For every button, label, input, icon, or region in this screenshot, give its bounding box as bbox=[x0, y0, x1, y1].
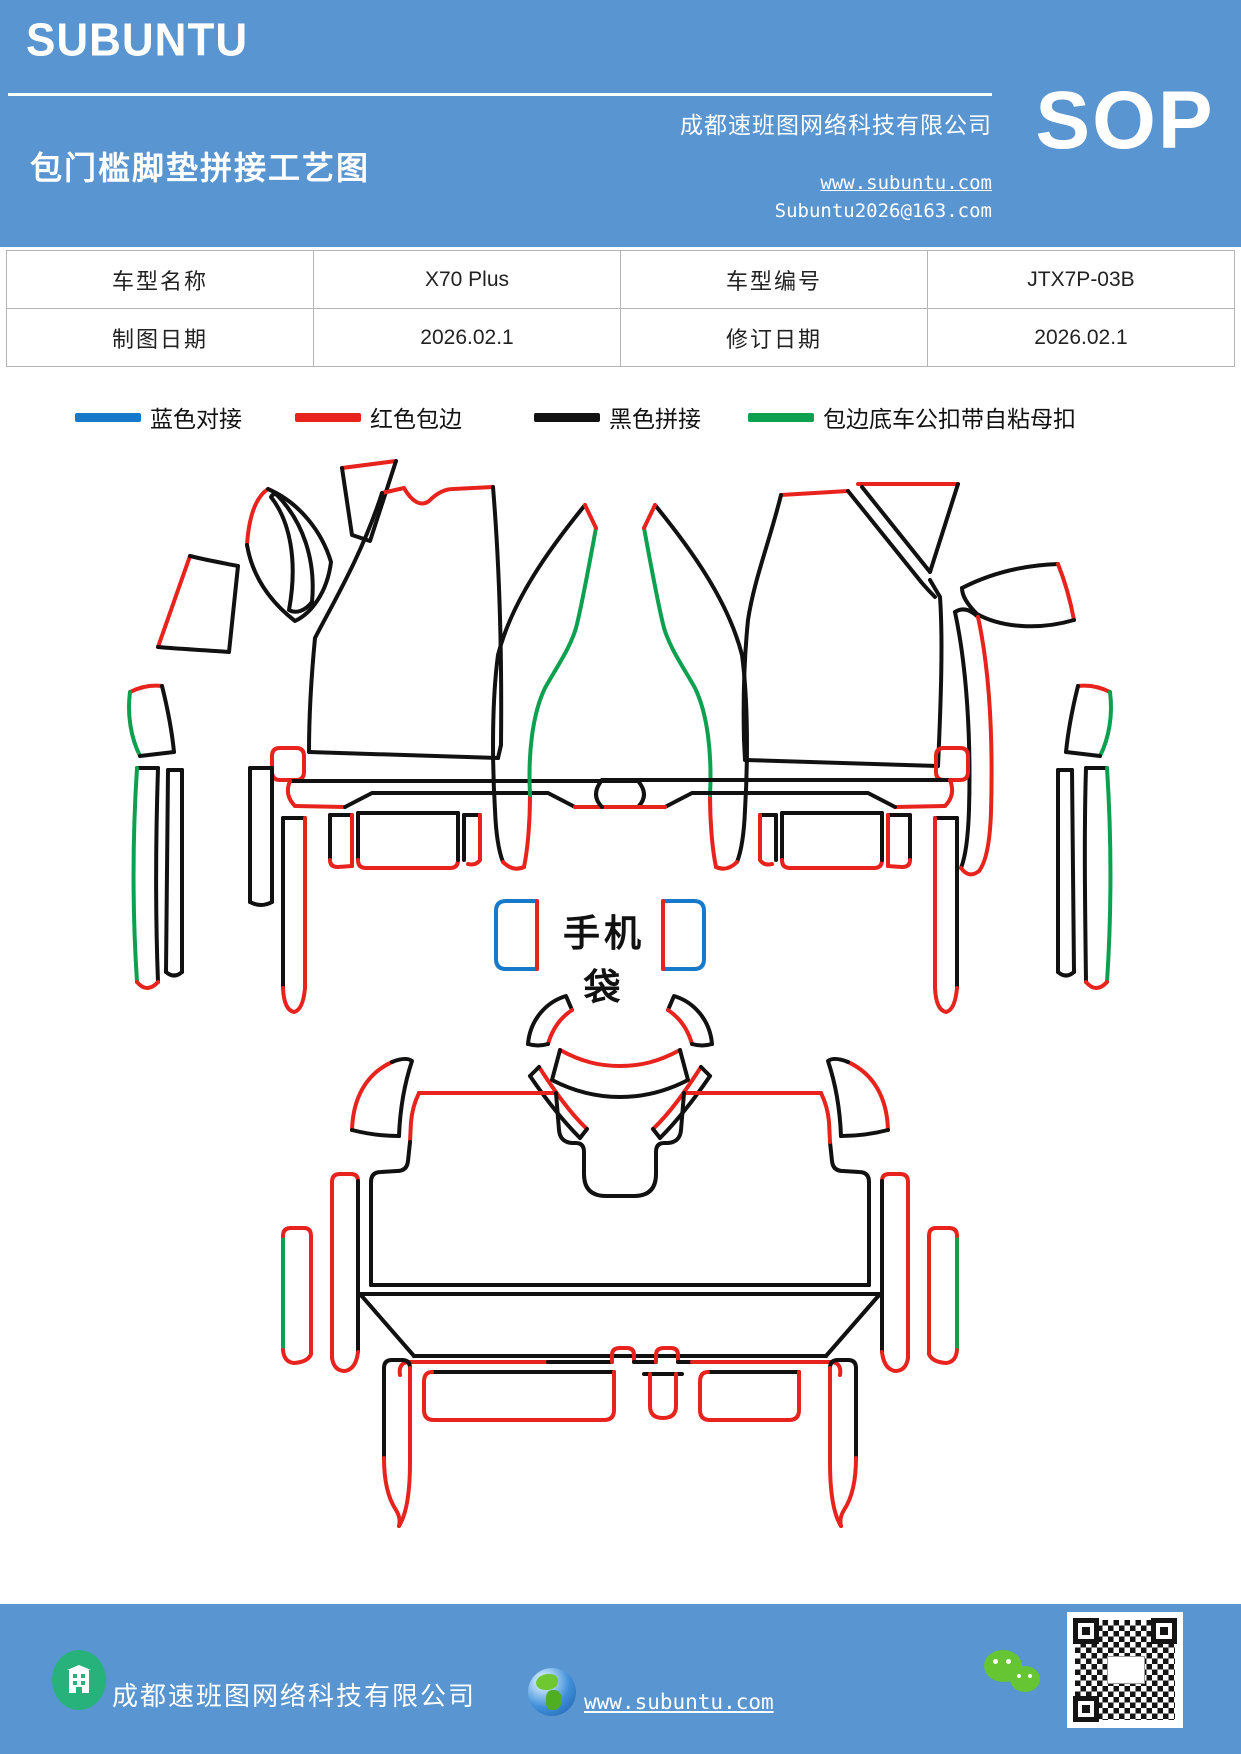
legend-item-green: 包边底车公扣带自粘母扣 bbox=[748, 404, 1076, 433]
legend-item-red: 红色包边 bbox=[295, 404, 462, 433]
header-divider bbox=[8, 93, 992, 96]
green-line-swatch bbox=[748, 412, 814, 422]
legend-item-black: 黑色拼接 bbox=[534, 404, 701, 433]
legend-item-blue: 蓝色对接 bbox=[75, 404, 242, 433]
model-code-label: 车型编号 bbox=[620, 250, 928, 309]
legend-label: 蓝色对接 bbox=[150, 407, 242, 433]
draw-date-label: 制图日期 bbox=[6, 308, 314, 367]
table-row: 车型名称 X70 Plus 车型编号 JTX7P-03B bbox=[6, 250, 1235, 309]
globe-land bbox=[546, 1690, 562, 1710]
blue-line-swatch bbox=[75, 412, 141, 422]
sop-label: SOP bbox=[1035, 75, 1215, 166]
table-row: 制图日期 2026.02.1 修订日期 2026.02.1 bbox=[6, 308, 1235, 367]
header-company-name: 成都速班图网络科技有限公司 bbox=[680, 113, 992, 139]
footer-company-name: 成都速班图网络科技有限公司 bbox=[112, 1682, 477, 1712]
model-code-value: JTX7P-03B bbox=[927, 250, 1235, 309]
red-line-swatch bbox=[295, 412, 361, 422]
wechat-bubble bbox=[1010, 1666, 1040, 1692]
model-name-value: X70 Plus bbox=[313, 250, 621, 309]
footer: 成都速班图网络科技有限公司 www.subuntu.com bbox=[0, 1604, 1241, 1754]
legend-label: 红色包边 bbox=[370, 407, 462, 433]
header-email: Subuntu2026@163.com bbox=[774, 200, 992, 222]
model-name-label: 车型名称 bbox=[6, 250, 314, 309]
legend-label: 包边底车公扣带自粘母扣 bbox=[823, 407, 1076, 433]
header-website-link[interactable]: www.subuntu.com bbox=[820, 172, 992, 194]
company-building-icon bbox=[52, 1650, 106, 1710]
vehicle-info-table: 车型名称 X70 Plus 车型编号 JTX7P-03B 制图日期 2026.0… bbox=[6, 250, 1235, 367]
header: SUBUNTU 包门槛脚垫拼接工艺图 成都速班图网络科技有限公司 www.sub… bbox=[0, 0, 1241, 247]
subuntu-logo: SUBUNTU bbox=[26, 14, 249, 67]
phone-bag-label: 手机袋 bbox=[563, 912, 645, 1009]
revision-date-value: 2026.02.1 bbox=[927, 308, 1235, 367]
legend-label: 黑色拼接 bbox=[609, 407, 701, 433]
page-title: 包门槛脚垫拼接工艺图 bbox=[30, 149, 371, 187]
globe-land bbox=[536, 1674, 558, 1690]
qr-code bbox=[1067, 1612, 1183, 1728]
wechat-icon bbox=[984, 1648, 1048, 1704]
draw-date-value: 2026.02.1 bbox=[313, 308, 621, 367]
footer-website-link[interactable]: www.subuntu.com bbox=[584, 1690, 774, 1714]
globe-icon bbox=[528, 1668, 576, 1716]
qr-finder bbox=[1073, 1696, 1099, 1722]
building-glyph bbox=[67, 1665, 91, 1693]
qr-finder bbox=[1151, 1618, 1177, 1644]
qr-finder bbox=[1073, 1618, 1099, 1644]
qr-center-logo bbox=[1107, 1656, 1145, 1684]
revision-date-label: 修订日期 bbox=[620, 308, 928, 367]
black-line-swatch bbox=[534, 412, 600, 422]
